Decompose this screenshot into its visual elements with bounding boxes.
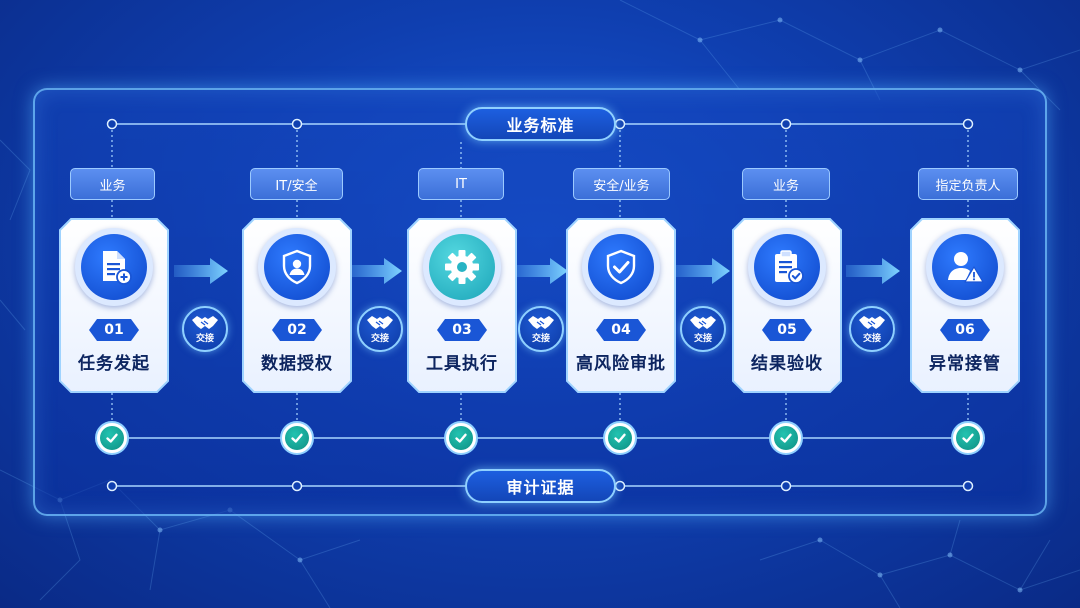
handoff-badge-3: 交接	[518, 306, 564, 352]
step-icon-badge	[75, 228, 153, 306]
check-marker-3	[444, 421, 478, 455]
document-add-icon	[103, 251, 132, 285]
checkmark-icon	[455, 433, 467, 443]
checkmark-icon	[962, 433, 974, 443]
diagram-panel	[33, 88, 1047, 516]
check-marker-1	[95, 421, 129, 455]
handshake-icon	[367, 316, 393, 329]
step-icon-badge	[582, 228, 660, 306]
step-number: 05	[762, 319, 812, 341]
step-icon-badge	[926, 228, 1004, 306]
step-title: 异常接管	[929, 354, 1001, 374]
handoff-label: 交接	[195, 334, 214, 344]
handoff-label: 交接	[370, 334, 389, 344]
checkmark-icon	[291, 433, 303, 443]
flow-arrow-4	[676, 258, 730, 284]
role-label-step-3: IT	[418, 168, 504, 200]
gear-icon	[445, 250, 479, 284]
business-standard-label: 业务标准	[465, 107, 616, 141]
role-label-step-1: 业务	[70, 168, 155, 200]
step-number: 04	[596, 319, 646, 341]
step-title: 数据授权	[261, 354, 333, 374]
clipboard-check-icon	[775, 250, 804, 284]
audit-evidence-label: 审计证据	[465, 469, 616, 503]
step-card-6: 06 异常接管	[910, 218, 1020, 393]
role-label-step-5: 业务	[742, 168, 830, 200]
handshake-icon	[859, 316, 885, 329]
step-number: 03	[437, 319, 487, 341]
step-card-3: 03 工具执行	[407, 218, 517, 393]
step-title: 高风险审批	[576, 354, 666, 374]
role-label-step-6: 指定负责人	[918, 168, 1018, 200]
flow-arrow-1	[174, 258, 228, 284]
handoff-badge-1: 交接	[182, 306, 228, 352]
handshake-icon	[690, 316, 716, 329]
handoff-badge-5: 交接	[849, 306, 895, 352]
step-icon-badge	[423, 228, 501, 306]
check-marker-5	[769, 421, 803, 455]
step-icon-badge	[748, 228, 826, 306]
step-number: 06	[940, 319, 990, 341]
handoff-badge-4: 交接	[680, 306, 726, 352]
handoff-label: 交接	[531, 334, 550, 344]
check-marker-4	[603, 421, 637, 455]
role-label-step-4: 安全/业务	[573, 168, 670, 200]
step-card-5: 05 结果验收	[732, 218, 842, 393]
check-marker-6	[951, 421, 985, 455]
handoff-badge-2: 交接	[357, 306, 403, 352]
shield-check-icon	[606, 249, 636, 285]
step-icon-badge	[258, 228, 336, 306]
step-card-1: 01 任务发起	[59, 218, 169, 393]
step-card-2: 02 数据授权	[242, 218, 352, 393]
shield-user-icon	[282, 249, 312, 285]
checkmark-icon	[780, 433, 792, 443]
step-title: 结果验收	[751, 354, 823, 374]
step-title: 工具执行	[426, 354, 498, 374]
flow-arrow-3	[514, 258, 568, 284]
checkmark-icon	[614, 433, 626, 443]
check-marker-2	[280, 421, 314, 455]
step-card-4: 04 高风险审批	[566, 218, 676, 393]
handoff-label: 交接	[862, 334, 881, 344]
flow-arrow-2	[348, 258, 402, 284]
step-number: 01	[89, 319, 139, 341]
step-number: 02	[272, 319, 322, 341]
flow-arrow-5	[846, 258, 900, 284]
checkmark-icon	[106, 433, 118, 443]
step-title: 任务发起	[78, 354, 150, 374]
handshake-icon	[528, 316, 554, 329]
handoff-label: 交接	[693, 334, 712, 344]
role-label-step-2: IT/安全	[250, 168, 343, 200]
handshake-icon	[192, 316, 218, 329]
user-alert-icon	[948, 252, 984, 283]
